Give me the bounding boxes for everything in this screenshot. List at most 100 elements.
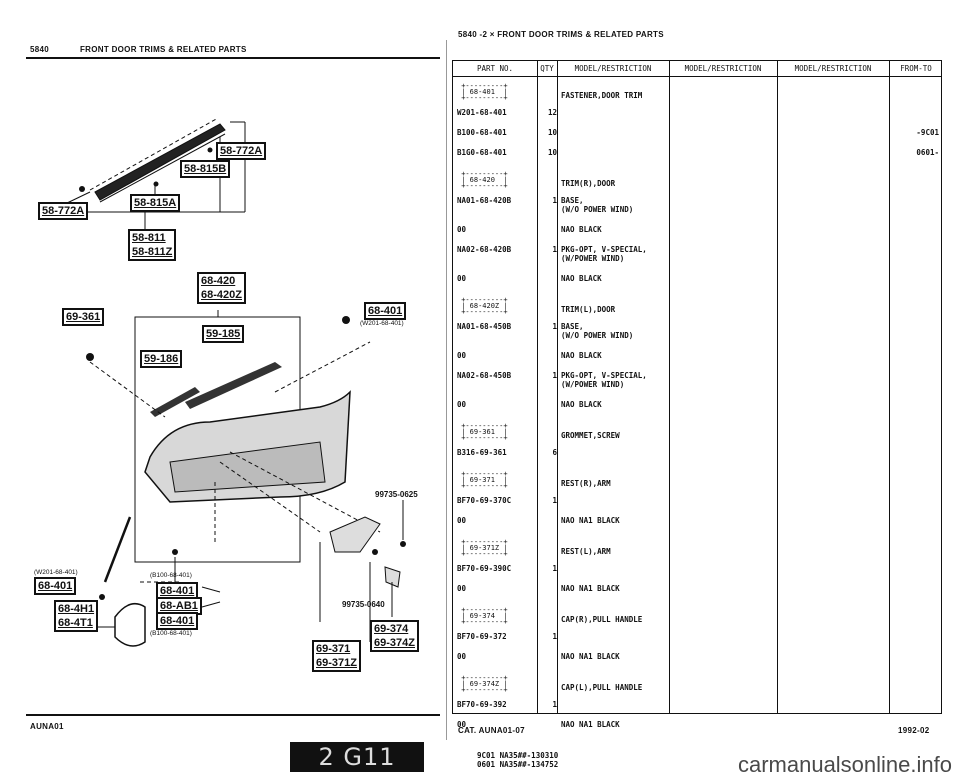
frame-part-no: +---------+ | 68-420 | +---------+ xyxy=(461,170,508,190)
part-number: B1G0-68-401 xyxy=(457,148,507,157)
part-number: B100-68-401 xyxy=(457,128,507,137)
part-number: NA01-68-450B xyxy=(457,322,512,331)
part-number: 00 xyxy=(457,274,467,283)
table-row: 00 NAO BLACK xyxy=(453,351,943,363)
model-restriction: NAO BLACK xyxy=(561,400,602,409)
from-to: 0601- xyxy=(916,148,939,157)
part-number: 00 xyxy=(457,351,467,360)
label-w201-left: (W201-68-401) xyxy=(34,569,78,576)
label-b100-top: (B100-68-401) xyxy=(150,572,192,579)
group-header: +---------+ | 69-371Z | +---------+ REST(… xyxy=(453,539,943,563)
header-qty: QTY xyxy=(540,64,554,73)
frame-part-no: +---------+ | 69-361 | +---------+ xyxy=(461,422,508,442)
part-number: B316-69-361 xyxy=(457,448,507,457)
group-header: +---------+ | 69-374 | +---------+CAP(R)… xyxy=(453,607,943,631)
model-restriction: NAO BLACK xyxy=(561,351,602,360)
callout-58-815b: 58-815B xyxy=(180,160,231,178)
diagram-drawing xyxy=(64,117,406,647)
part-number: NA02-68-450B xyxy=(457,371,512,380)
header-model-3: MODEL/RESTRICTION xyxy=(794,64,872,73)
callout-58-811: 58-811 58-811Z xyxy=(128,229,177,261)
armrest xyxy=(329,516,381,553)
left-footer-code: AUNA01 xyxy=(30,722,64,731)
model-restriction: NAO BLACK xyxy=(561,225,602,234)
group-header: +---------+ | 68-420 | +---------+ TRIM(R… xyxy=(453,171,943,195)
table-row: B1G0-68-401 10 0601- xyxy=(453,148,943,160)
parts-diagram: 58-772A 58-815B 58-772A 58-815A 58-811 5… xyxy=(20,62,442,712)
group-header: +---------+ | 68-401 | +---------+FASTEN… xyxy=(453,83,943,107)
part-number: BF70-69-390C xyxy=(457,564,512,573)
group-description: GROMMET,SCREW xyxy=(561,431,620,440)
table-header: PART NO. QTY MODEL/RESTRICTION MODEL/RES… xyxy=(453,61,941,77)
part-number: 00 xyxy=(457,720,467,729)
group-description: REST(L),ARM xyxy=(561,547,611,556)
part-number: NA02-68-420B xyxy=(457,245,512,254)
header-model-1: MODEL/RESTRICTION xyxy=(574,64,652,73)
frame-part-no: +---------+ | 69-371Z | +---------+ xyxy=(461,538,508,558)
callout-68-ab1: 68-AB1 xyxy=(156,597,202,615)
model-restriction: PKG-OPT, V-SPECIAL, (W/POWER WIND) xyxy=(561,245,647,263)
group-description: FASTENER,DOOR TRIM xyxy=(561,91,643,100)
label-w201-top: (W201-68-401) xyxy=(360,320,404,327)
table-row: NA01-68-450B 1 BASE, (W/O POWER WIND) xyxy=(453,322,943,343)
callout-58-815a: 58-815A xyxy=(130,194,181,212)
table-row: BF70-69-372 1 xyxy=(453,632,943,644)
callout-68-401-top: 68-401 xyxy=(364,302,407,320)
right-header-title: 5840 -2 × FRONT DOOR TRIMS & RELATED PAR… xyxy=(458,30,664,39)
group-description: TRIM(R),DOOR xyxy=(561,179,616,188)
part-number: BF70-69-372 xyxy=(457,632,507,641)
callout-58-772a-top: 58-772A xyxy=(216,142,267,160)
model-restriction: NAO BLACK xyxy=(561,274,602,283)
quantity: 1 xyxy=(552,632,557,641)
quantity: 10 xyxy=(547,148,557,157)
label-99735-0640: 99735-0640 xyxy=(342,600,385,609)
molding-strip xyxy=(94,123,226,201)
left-footer-rule xyxy=(26,714,440,716)
callout-68-401-b: 68-401 xyxy=(156,612,199,630)
left-header-title: FRONT DOOR TRIMS & RELATED PARTS xyxy=(80,45,247,54)
group-header: +---------+ | 69-371 | +---------+REST(R… xyxy=(453,471,943,495)
callout-68-420: 68-420 68-420Z xyxy=(197,272,246,304)
table-row: NA02-68-420B 1 PKG-OPT, V-SPECIAL, (W/POWE… xyxy=(453,245,943,266)
quantity: 1 xyxy=(552,371,557,380)
model-restriction: NAO NA1 BLACK xyxy=(561,720,620,729)
quantity: 1 xyxy=(552,322,557,331)
group-header: +---------+ | 69-374Z | +---------+CAP(L… xyxy=(453,675,943,699)
quantity: 12 xyxy=(547,108,557,117)
part-number: BF70-69-370C xyxy=(457,496,512,505)
part-number: 00 xyxy=(457,400,467,409)
parts-table: PART NO. QTY MODEL/RESTRICTION MODEL/RES… xyxy=(452,60,943,769)
frame-part-no: +---------+ | 69-374 | +---------+ xyxy=(461,606,508,626)
watermark: carmanualsonline.info xyxy=(737,752,952,777)
part-number: NA01-68-420B xyxy=(457,196,512,205)
model-restriction: BASE, (W/O POWER WIND) xyxy=(561,322,634,340)
table-row: 00 NAO BLACK xyxy=(453,274,943,286)
table-notes: 9C01 NA35##-130310 0601 NA35##-134752 xyxy=(477,751,559,769)
model-restriction: NAO NA1 BLACK xyxy=(561,516,620,525)
callout-58-772a-left: 58-772A xyxy=(38,202,89,220)
table-row: 00 NAO BLACK xyxy=(453,400,943,412)
callout-68-401-left: 68-401 xyxy=(34,577,77,595)
quantity: 1 xyxy=(552,245,557,254)
left-header-rule xyxy=(26,57,440,59)
part-number: 00 xyxy=(457,584,467,593)
quantity: 1 xyxy=(552,700,557,709)
left-header-code: 5840 xyxy=(30,45,49,54)
label-b100-bottom: (B100-68-401) xyxy=(150,630,192,637)
group-description: TRIM(L),DOOR xyxy=(561,305,616,314)
right-footer-cat: CAT. AUNA01-07 xyxy=(458,726,525,735)
frame-part-no: +---------+ | 69-371 | +---------+ xyxy=(461,470,508,490)
group-header: +---------+ | 69-361 | +---------+ GROMME… xyxy=(453,423,943,447)
callout-59-186: 59-186 xyxy=(140,350,183,368)
callout-69-374: 69-374 69-374Z xyxy=(370,620,419,652)
